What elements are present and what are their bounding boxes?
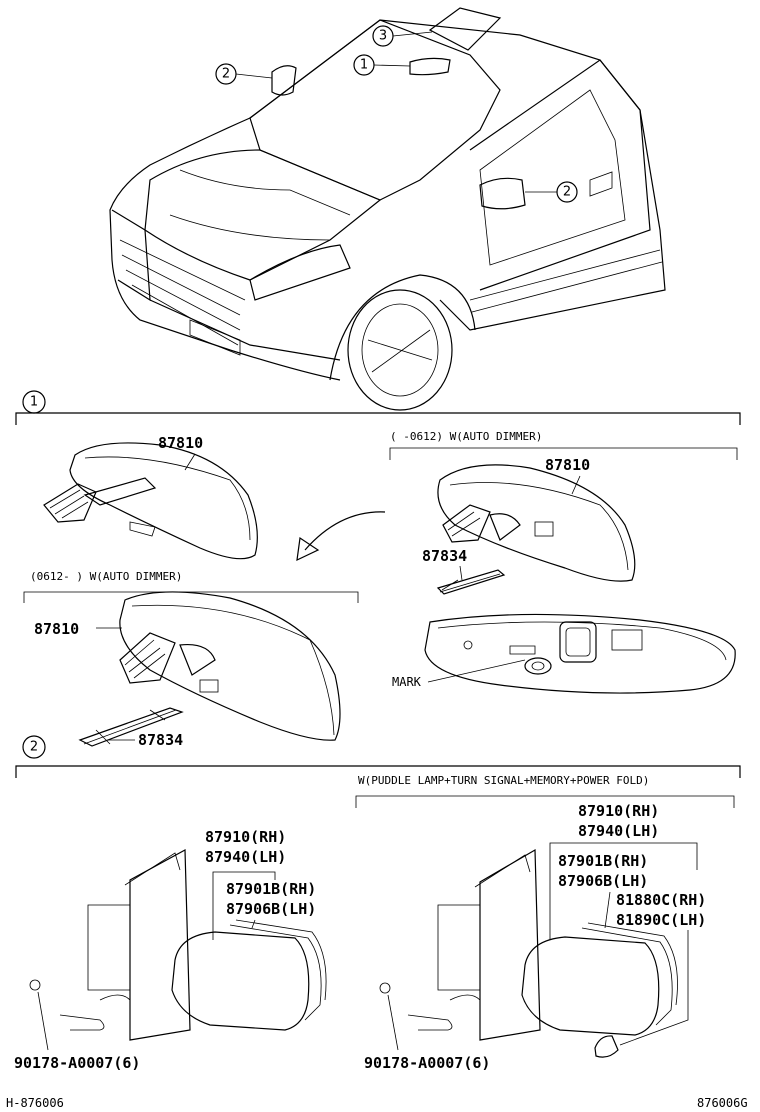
car-illustration: 2 3 1 2 <box>109 7 666 411</box>
part-87910-rh-right: 87910(RH) <box>578 802 659 820</box>
inner-mirror-back-view: MARK <box>392 613 736 694</box>
section-2-marker <box>22 735 46 759</box>
callout-2-left-label: 2 <box>222 67 230 82</box>
part-87901b-rh-right: 87901B(RH) <box>558 852 648 870</box>
part-87901b-rh-left: 87901B(RH) <box>226 880 316 898</box>
part-87940-lh-right: 87940(LH) <box>578 822 659 840</box>
part-87834-variant-a: 87834 <box>422 547 467 565</box>
section-2: 2 87910(RH) 87940(LH) 87901B(RH) 87906B(… <box>14 735 741 1072</box>
mark-label: MARK <box>392 675 422 689</box>
part-87906b-lh-left: 87906B(LH) <box>226 900 316 918</box>
part-81890c-lh: 81890C(LH) <box>616 911 706 929</box>
inner-mirror-variant-a: 87810 87834 <box>422 456 636 595</box>
transition-arrow <box>304 511 386 551</box>
inner-mirror-variant-b: 87810 87834 <box>34 591 341 749</box>
part-90178-right: 90178-A0007(6) <box>364 1054 490 1072</box>
callout-3-label: 3 <box>379 29 387 44</box>
door-mirror-left: 87910(RH) 87940(LH) 87901B(RH) 87906B(LH… <box>14 828 327 1072</box>
transition-arrow-head <box>296 536 320 562</box>
part-81880c-rh: 81880C(RH) <box>616 891 706 909</box>
section-2-marker-label: 2 <box>30 740 38 755</box>
section-1: 1 87810 ( -0612) W(AUTO DIMMER) <box>15 390 741 749</box>
part-90178-left: 90178-A0007(6) <box>14 1054 140 1072</box>
callout-2-right-label: 2 <box>563 185 571 200</box>
footer-left-code: H-876006 <box>6 1096 64 1110</box>
variant-power-fold-note: W(PUDDLE LAMP+TURN SIGNAL+MEMORY+POWER F… <box>358 774 649 787</box>
part-87910-rh-left: 87910(RH) <box>205 828 286 846</box>
part-87940-lh-left: 87940(LH) <box>205 848 286 866</box>
callout-1-label: 1 <box>360 58 368 73</box>
variant-a-note: ( -0612) W(AUTO DIMMER) <box>390 430 542 443</box>
variant-b-note: (0612- ) W(AUTO DIMMER) <box>30 570 182 583</box>
footer-right-code: 876006G <box>697 1096 748 1110</box>
part-87906b-lh-right: 87906B(LH) <box>558 872 648 890</box>
part-87810-left: 87810 <box>158 434 203 452</box>
part-87810-variant-b: 87810 <box>34 620 79 638</box>
inner-mirror-left: 87810 <box>43 434 258 560</box>
part-87834-variant-b: 87834 <box>138 731 183 749</box>
section-1-marker-label: 1 <box>30 395 38 410</box>
door-mirror-right: 87910(RH) 87940(LH) 87901B(RH) 87906B(LH… <box>364 802 706 1072</box>
part-87810-variant-a: 87810 <box>545 456 590 474</box>
